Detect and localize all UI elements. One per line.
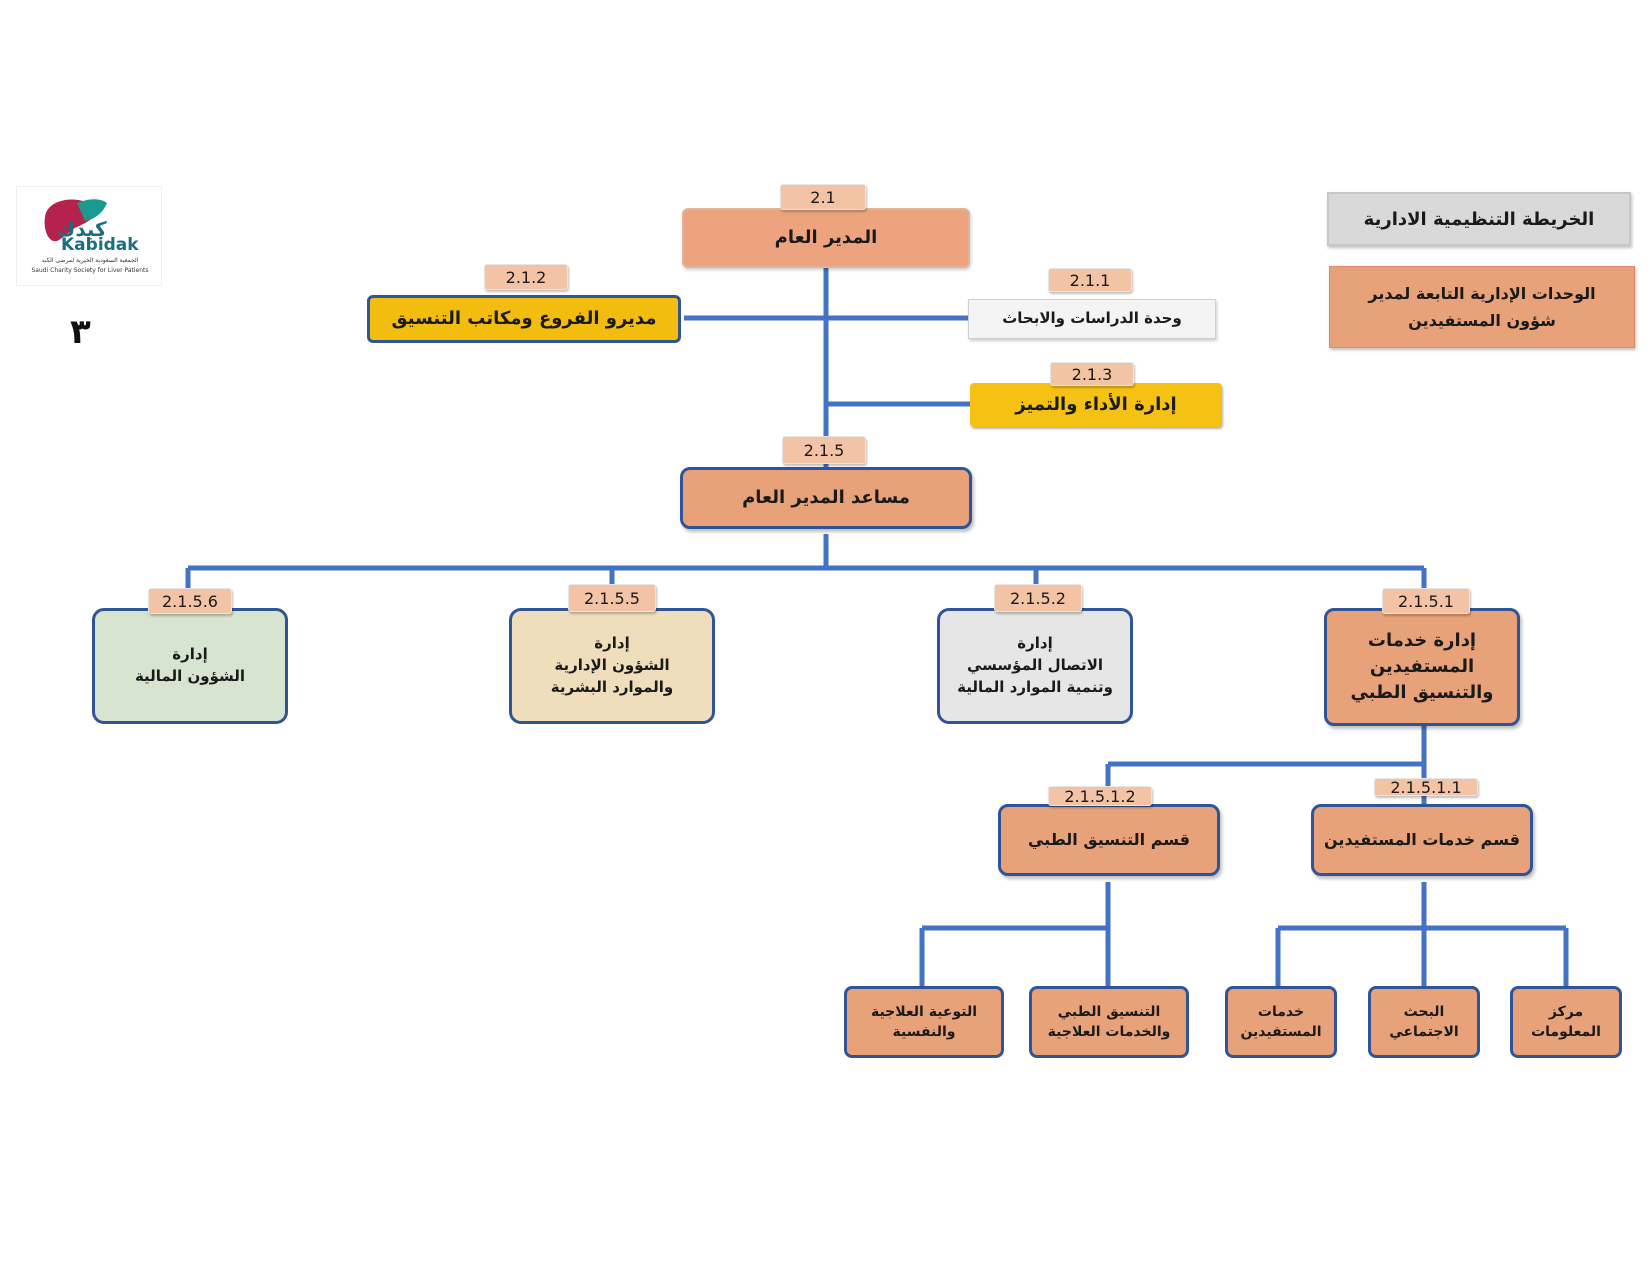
node-code-2-1-5-5: 2.1.5.5 [568, 584, 656, 612]
node-studies-research: وحدة الدراسات والابحاث [968, 299, 1216, 339]
node-line: وتنمية الموارد المالية [957, 677, 1113, 696]
node-financial-affairs-dept: إدارة الشؤون المالية [92, 608, 288, 724]
node-code-2-1-5-2: 2.1.5.2 [994, 584, 1082, 612]
logo-arabic-name: كبدك [57, 217, 107, 241]
node-line: المستفيدين [1369, 655, 1475, 677]
leaf-line: المستفيدين [1240, 1024, 1322, 1040]
page-number: ٣ [70, 312, 91, 352]
node-line: إدارة [1017, 634, 1053, 653]
node-code-2-1-5-1-2: 2.1.5.1.2 [1048, 786, 1152, 806]
node-line: والموارد البشرية [550, 677, 674, 696]
chart-subtitle: الوحدات الإدارية التابعة لمدير شؤون المس… [1329, 266, 1635, 348]
liver-icon [44, 199, 107, 242]
leaf-line: خدمات [1257, 1003, 1305, 1020]
leaf-line: والنفسية [892, 1024, 956, 1040]
leaf-line: التوعية العلاجية [870, 1003, 978, 1020]
node-administrative-affairs-dept: إدارة الشؤون الإدارية والموارد البشرية [509, 608, 715, 724]
node-code-2-1-5: 2.1.5 [782, 436, 866, 464]
chart-subtitle-line1: الوحدات الإدارية التابعة لمدير [1368, 283, 1596, 303]
node-line: إدارة [594, 634, 630, 653]
node-assistant-general-manager: مساعد المدير العام [680, 467, 972, 529]
leaf-social-research: البحث الاجتماعي [1368, 986, 1480, 1058]
node-beneficiary-services-section: قسم خدمات المستفيدين [1311, 804, 1533, 876]
logo-english-subtitle: Saudi Charity Society for Liver Patients [31, 267, 149, 274]
leaf-line: البحث [1403, 1003, 1445, 1020]
kabidak-logo: كبدك Kabidak الجمعية السعودية الخيرية لم… [16, 186, 162, 286]
node-branch-managers: مديرو الفروع ومكاتب التنسيق [367, 295, 681, 343]
node-line: إدارة [172, 645, 208, 664]
leaf-medical-coordination: التنسيق الطبي والخدمات العلاجية [1029, 986, 1189, 1058]
node-code-2-1: 2.1 [780, 184, 866, 210]
node-code-2-1-3: 2.1.3 [1050, 362, 1134, 386]
leaf-information-center: مركز المعلومات [1510, 986, 1622, 1058]
node-line: إدارة خدمات [1367, 629, 1477, 651]
node-corporate-communication-dept: إدارة الاتصال المؤسسي وتنمية الموارد الم… [937, 608, 1133, 724]
node-code-2-1-5-1: 2.1.5.1 [1382, 588, 1470, 614]
leaf-line: المعلومات [1531, 1024, 1601, 1040]
leaf-beneficiary-services: خدمات المستفيدين [1225, 986, 1337, 1058]
node-line: الشؤون المالية [134, 667, 246, 685]
leaf-line: التنسيق الطبي [1057, 1003, 1161, 1020]
node-general-manager: المدير العام [682, 208, 970, 268]
node-line: الاتصال المؤسسي [966, 656, 1104, 675]
node-medical-coordination-section: قسم التنسيق الطبي [998, 804, 1220, 876]
node-code-2-1-2: 2.1.2 [484, 264, 568, 290]
node-beneficiary-services-dept: إدارة خدمات المستفيدين والتنسيق الطبي [1324, 608, 1520, 726]
logo-arabic-subtitle: الجمعية السعودية الخيرية لمرضى الكبد [41, 257, 139, 264]
node-code-2-1-1: 2.1.1 [1048, 268, 1132, 292]
chart-title: الخريطة التنظيمية الادارية [1327, 192, 1631, 246]
leaf-line: الاجتماعي [1389, 1024, 1459, 1040]
node-performance-excellence: إدارة الأداء والتميز [970, 383, 1222, 427]
chart-subtitle-line2: شؤون المستفيدين [1408, 311, 1556, 330]
node-line: والتنسيق الطبي [1350, 682, 1494, 704]
node-line: الشؤون الإدارية [554, 656, 670, 675]
leaf-therapeutic-awareness: التوعية العلاجية والنفسية [844, 986, 1004, 1058]
node-code-2-1-5-6: 2.1.5.6 [148, 588, 232, 614]
leaf-line: والخدمات العلاجية [1047, 1024, 1171, 1040]
node-code-2-1-5-1-1: 2.1.5.1.1 [1374, 778, 1478, 797]
leaf-line: مركز [1548, 1003, 1584, 1020]
logo-latin-name: Kabidak [61, 235, 139, 255]
